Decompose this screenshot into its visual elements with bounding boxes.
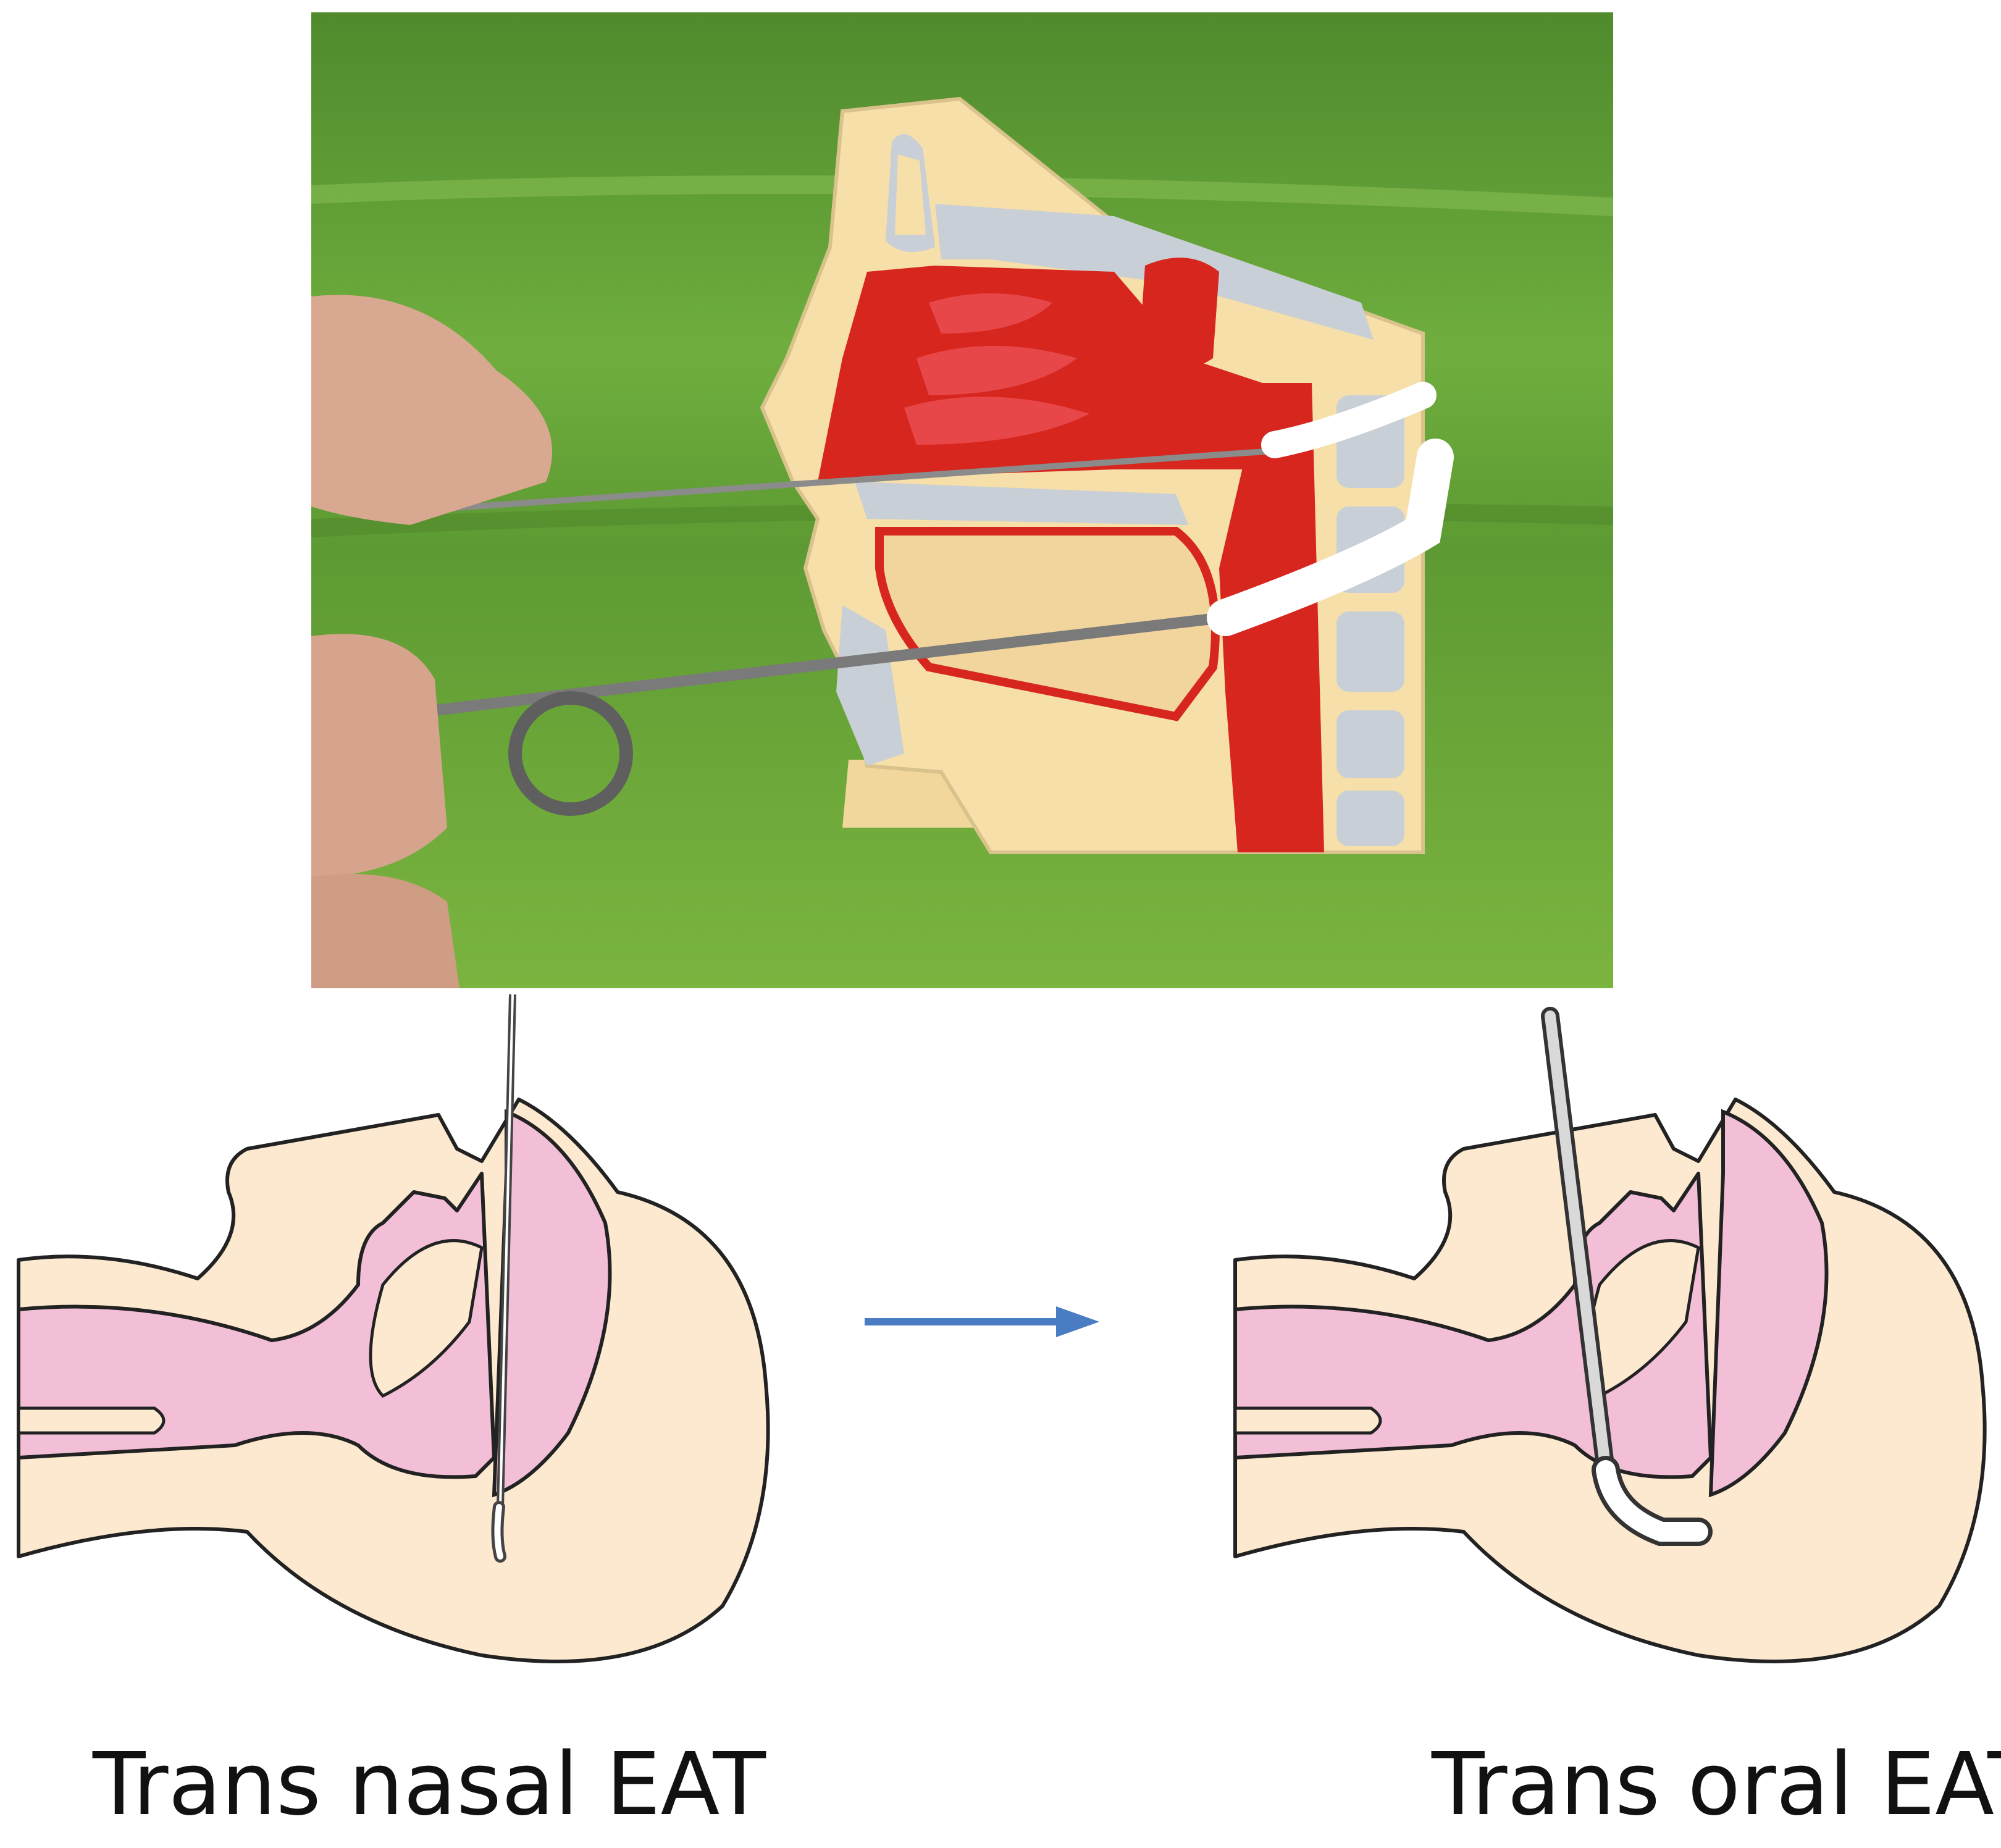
mandible [836,605,904,766]
applicator-ring [508,691,633,816]
nasal-airway [17,1172,496,1479]
hard-palate [855,482,1188,525]
caption-trans-nasal: Trans nasal EAT [93,1734,766,1835]
trans-nasal-diagram [17,994,770,1663]
trans-oral-diagram [1233,1007,1987,1663]
pharyngeal-wall [492,1109,612,1498]
model-photo-illustration [311,12,1613,988]
anatomical-model-photo [311,12,1613,988]
trachea-opening [1233,1406,1382,1435]
tongue [369,1239,484,1398]
hand-upper [311,295,552,525]
pharyngeal-wall [1708,1109,1829,1498]
tongue [875,527,1220,721]
caption-trans-oral: Trans oral EAT [1432,1734,2001,1835]
nasal-applicator [385,448,1275,516]
nasal-swab [1261,382,1437,458]
oral-swab [1207,439,1454,636]
trachea-opening [17,1406,166,1435]
hand-lower [311,634,447,877]
right-arrow-icon [865,1306,1099,1337]
